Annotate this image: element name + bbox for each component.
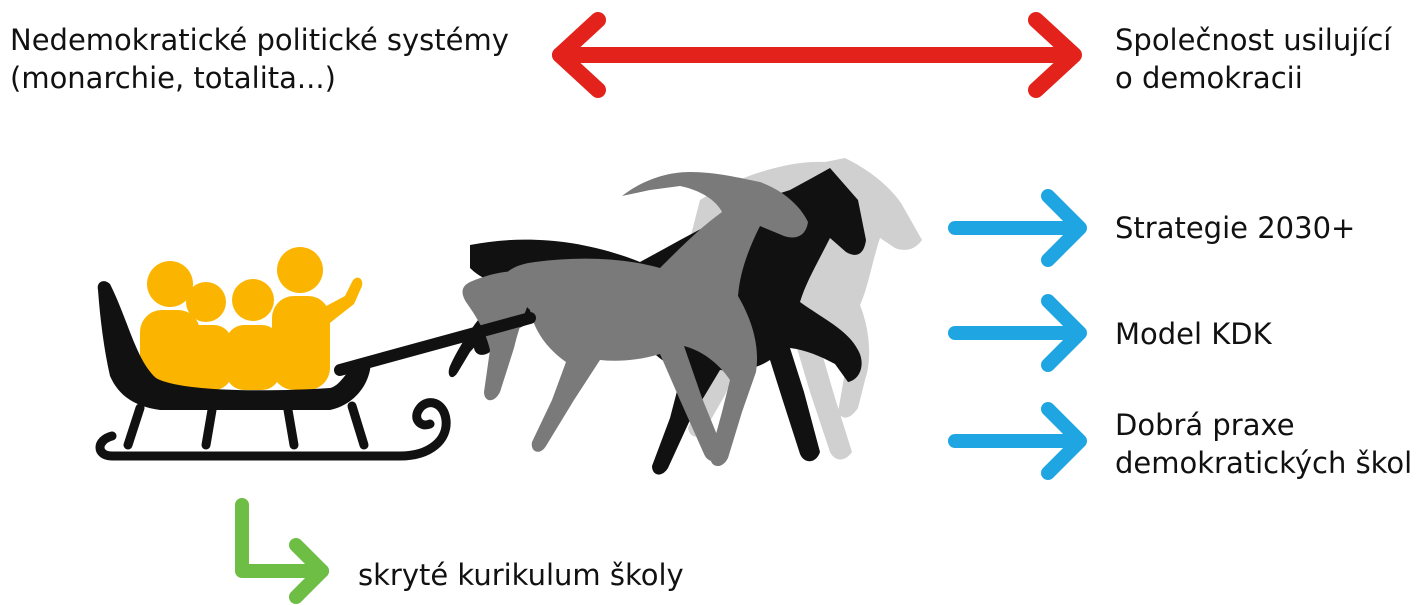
bent-arrow-icon bbox=[235, 498, 329, 604]
horse-icon bbox=[462, 172, 808, 467]
double-headed-arrow-icon bbox=[552, 12, 1082, 98]
right-arrow-icon bbox=[948, 402, 1087, 480]
hidden-curriculum-label: skryté kurikulum školy bbox=[358, 556, 684, 594]
direction-label-line1: Dobrá praxe bbox=[1115, 408, 1295, 442]
democratic-society-line2: o demokracii bbox=[1115, 61, 1303, 95]
sleigh-pole bbox=[334, 312, 536, 376]
sleigh-icon bbox=[95, 281, 451, 461]
undemocratic-systems-label: Nedemokratické politické systémy (monarc… bbox=[10, 21, 509, 97]
right-arrow-icon bbox=[948, 189, 1087, 267]
direction-label-line1: Model KDK bbox=[1115, 317, 1272, 351]
direction-label-dobra-praxe: Dobrá praxe demokratických škol bbox=[1115, 406, 1412, 482]
direction-label-line1: Strategie 2030+ bbox=[1115, 211, 1356, 245]
undemocratic-systems-line2: (monarchie, totalita...) bbox=[10, 61, 336, 95]
direction-label-model-kdk: Model KDK bbox=[1115, 315, 1272, 353]
right-arrow-icon bbox=[948, 294, 1087, 372]
direction-label-line2: demokratických škol bbox=[1115, 446, 1413, 480]
direction-label-strategie: Strategie 2030+ bbox=[1115, 209, 1355, 247]
democratic-society-line1: Společnost usilující bbox=[1115, 23, 1392, 57]
undemocratic-systems-line1: Nedemokratické politické systémy bbox=[10, 23, 509, 57]
people-icon bbox=[140, 247, 363, 390]
hidden-curriculum-text: skryté kurikulum školy bbox=[358, 558, 684, 592]
democratic-society-label: Společnost usilující o demokracii bbox=[1115, 21, 1391, 97]
